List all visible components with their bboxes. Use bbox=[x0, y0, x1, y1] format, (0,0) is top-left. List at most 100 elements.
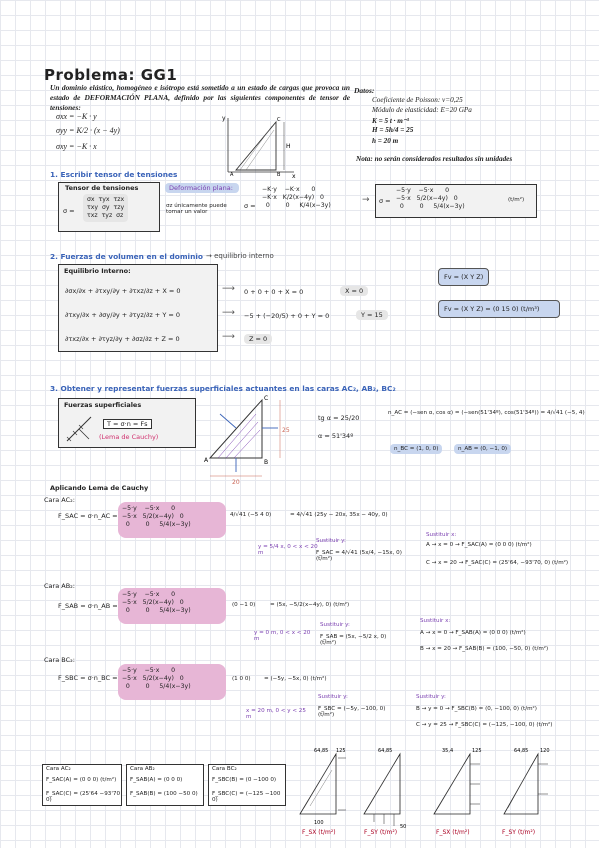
cara-ac-label: Cara AC₂: bbox=[44, 496, 75, 504]
bc-sustituir-y: Sustituir y: bbox=[416, 694, 446, 700]
figure-b-label: B bbox=[277, 172, 281, 178]
n-ab-vector: n_AB = (0, −1, 0) bbox=[454, 444, 512, 454]
ab-point-b: B → x = 20 → F_SAB(B) = (100, −50, 0) (t… bbox=[420, 646, 549, 652]
stress-syy: σyy = K/2 · (x − 4y) bbox=[56, 126, 120, 135]
tensor-k-matrix: −K·y −K·x 0 −K·x K/2(x−4y) 0 0 0 K/4(x−3… bbox=[262, 186, 331, 209]
datos-nota: Nota: no serán considerados resultados s… bbox=[356, 155, 513, 163]
ab-matrix-box: −5·y −5·x 0 −5·x 5/2(x−4y) 0 0 0 5/4(x−3… bbox=[118, 588, 226, 624]
fuerzas-title: Fuerzas superficiales bbox=[64, 401, 142, 409]
figure-a-label: A bbox=[230, 172, 234, 178]
stress-sxy: σxy = −K · x bbox=[56, 142, 97, 151]
bc-matrix-box: −5·y −5·x 0 −5·x 5/2(x−4y) 0 0 0 5/4(x−3… bbox=[118, 664, 226, 700]
sketch1-value-top: 64,85 bbox=[314, 748, 328, 754]
sketch-fsx-2: 35,4 125 F_SX (t/m²) bbox=[433, 748, 482, 836]
ab-sustituir-x: Sustituir x: bbox=[420, 618, 451, 624]
sketch4-label: F_SY (t/m²) bbox=[502, 829, 535, 836]
fv-result: Fv = (X Y Z) = (0 15 0) (t/m³) bbox=[438, 300, 560, 318]
ac-matrix: −5·y −5·x 0 −5·x 5/2(x−4y) 0 0 0 5/4(x−3… bbox=[122, 505, 191, 528]
bc-normal: (1 0 0) bbox=[232, 676, 251, 682]
triangle-diagram: 25 20 A B C bbox=[204, 395, 290, 484]
tensor-generic-matrix: σx τyx τzx τxy σy τzy τxz τyz σz bbox=[83, 194, 129, 222]
equilibrio-eq1: ∂σx/∂x + ∂τxy/∂y + ∂τxz/∂z + X = 0 bbox=[65, 287, 181, 295]
summary-ac-a: F_SAC(A) = (0 0 0) (t/m²) bbox=[46, 777, 117, 783]
bc-condition: x = 20 m, 0 < y < 25 m bbox=[246, 708, 306, 720]
fv-definition: Fv = (X Y Z) bbox=[438, 268, 490, 286]
datos-k: K = 5 t · m⁻³ bbox=[372, 117, 409, 125]
sketch4-value-c: 120 bbox=[540, 748, 550, 754]
sketch3-label: F_SX (t/m²) bbox=[436, 829, 470, 836]
tri-b-label: B bbox=[264, 459, 268, 466]
ac-point-a: A → x = 0 → F_SAC(A) = (0 0 0) (t/m²) bbox=[426, 542, 532, 548]
dim-25: 25 bbox=[282, 427, 290, 434]
sketch1-label: F_SX (t/m²) bbox=[302, 829, 336, 836]
figure-x-label: x bbox=[292, 173, 296, 178]
sketch1-value-bottom: 100 bbox=[314, 820, 324, 826]
problem-title: Problema: GG1 bbox=[44, 66, 178, 84]
alpha-value: α = 51'34º bbox=[318, 432, 354, 440]
tensor-numeric-matrix: −5·y −5·x 0 −5·x 5/2(x−4y) 0 0 0 5/4(x−3… bbox=[396, 187, 465, 210]
n-bc-vector: n_BC = (1, 0, 0) bbox=[390, 444, 443, 454]
sketch2-value-top: 64,85 bbox=[378, 748, 392, 754]
tensor-units: (t/m²) bbox=[508, 197, 525, 203]
summary-bc-title: Cara BC₂ bbox=[212, 766, 237, 772]
equilibrio-result2: −5 + (−20/5) + 0 + Y = 0 bbox=[244, 312, 330, 320]
equilibrio-eq2: ∂τxy/∂x + ∂σy/∂y + ∂τyz/∂z + Y = 0 bbox=[65, 311, 181, 319]
datos-H: H = 5h/4 = 25 bbox=[372, 126, 414, 134]
ab-condition: y = 0 m, 0 < x < 20 m bbox=[254, 630, 311, 642]
problem-statement: Un dominio elástico, homogéneo e isótrop… bbox=[50, 83, 350, 112]
datos-heading: Datos: bbox=[354, 86, 375, 95]
summary-bc-c: F_SBC(C) = (−125 −100 0) bbox=[212, 791, 281, 803]
ab-result: = (5x, −5/2(x−4y), 0) (t/m²) bbox=[270, 602, 350, 608]
sketch3-value-top: 35,4 bbox=[442, 748, 453, 754]
ac-condition: y = 5/4 x, 0 < x < 20 m bbox=[258, 544, 318, 556]
ac-substituted: F_SAC = 4/√41 (5x/4, −15x, 0) (t/m²) bbox=[316, 550, 402, 562]
n-ac-vector: n_AC = (−sen α, cos α) = (−sen(51'34º), … bbox=[388, 410, 585, 416]
ab-matrix: −5·y −5·x 0 −5·x 5/2(x−4y) 0 0 0 5/4(x−3… bbox=[122, 591, 191, 614]
sketch-fsy-2: 64,85 120 F_SY (t/m²) bbox=[502, 748, 550, 836]
lema-cauchy: (Lema de Cauchy) bbox=[99, 433, 159, 441]
sketch3-value-c: 125 bbox=[472, 748, 482, 754]
summary-ac-c: F_SAC(C) = (25'64 −93'70 0) bbox=[46, 791, 121, 803]
fsbc-formula: F_SBC = σ·n_BC = bbox=[58, 674, 118, 682]
bc-substituted: F_SBC = (−5y, −100, 0) (t/m²) bbox=[318, 706, 386, 718]
summary-bc-b: F_SBC(B) = (0 −100 0) bbox=[212, 777, 277, 783]
tensor-box-title: Tensor de tensiones bbox=[65, 184, 139, 192]
ac-matrix-box: −5·y −5·x 0 −5·x 5/2(x−4y) 0 0 0 5/4(x−3… bbox=[118, 502, 226, 538]
summary-ab-title: Cara AB₂ bbox=[130, 766, 155, 772]
surface-force-icon bbox=[66, 416, 92, 442]
ab-substituted: F_SAB = (5x, −5/2 x, 0) (t/m²) bbox=[320, 634, 387, 646]
y-result: Y = 15 bbox=[356, 310, 388, 320]
sketch4-value-top: 64,85 bbox=[514, 748, 528, 754]
ab-point-a: A → x = 0 → F_SAB(A) = (0 0 0) (t/m²) bbox=[420, 630, 526, 636]
figure-y-label: y bbox=[222, 115, 226, 122]
summary-bc: Cara BC₂ F_SBC(B) = (0 −100 0) F_SBC(C) … bbox=[208, 764, 286, 806]
summary-ab-b: F_SAB(B) = (100 −50 0) bbox=[130, 791, 198, 797]
deformacion-plana-note: Deformación plana: bbox=[165, 183, 239, 193]
tensor-result-box: σ = −5·y −5·x 0 −5·x 5/2(x−4y) 0 0 0 5/4… bbox=[375, 184, 537, 218]
bc-matrix: −5·y −5·x 0 −5·x 5/2(x−4y) 0 0 0 5/4(x−3… bbox=[122, 667, 191, 690]
sketch2-value-bottom: 50 bbox=[400, 824, 406, 830]
section4-title: Aplicando Lema de Cauchy bbox=[50, 484, 149, 492]
sketch1-value-c: 125 bbox=[336, 748, 346, 754]
ab-normal: (0 −1 0) bbox=[232, 602, 256, 608]
ac-result: = 4/√41 (25y − 20x, 35x − 40y, 0) bbox=[290, 512, 388, 518]
stress-sxx: σxx = −K · y bbox=[56, 112, 97, 121]
summary-ac-title: Cara AC₂ bbox=[46, 766, 71, 772]
equilibrio-box: Equilibrio Interno: ∂σx/∂x + ∂τxy/∂y + ∂… bbox=[58, 264, 218, 352]
section1-title: 1. Escribir tensor de tensiones bbox=[50, 170, 178, 179]
z-result: Z = 0 bbox=[244, 334, 273, 344]
ac-normal: 4/√41 (−5 4 0) bbox=[230, 512, 272, 518]
datos-poisson: Coeficiente de Poisson: ν=0,25 bbox=[372, 96, 463, 104]
equilibrio-eq3: ∂τxz/∂x + ∂τyz/∂y + ∂σz/∂z + Z = 0 bbox=[65, 335, 180, 343]
fsab-formula: F_SAB = σ·n_AB = bbox=[58, 602, 118, 610]
tensor-box: Tensor de tensiones σ = σx τyx τzx τxy σ… bbox=[58, 182, 160, 232]
bc-point-c: C → y = 25 → F_SBC(C) = (−125, −100, 0) … bbox=[416, 722, 553, 728]
sketch-fsx-1: 64,85 125 100 F_SX (t/m²) bbox=[299, 748, 346, 836]
summary-ab-a: F_SAB(A) = (0 0 0) bbox=[130, 777, 183, 783]
fuerzas-box: Fuerzas superficiales T = σ·n = Fs (Lema… bbox=[58, 398, 196, 448]
dim-20: 20 bbox=[232, 479, 240, 484]
sigma-z-note: σz únicamente puede tomar un valor bbox=[166, 203, 227, 215]
section2-subtitle: → equilibrio interno bbox=[206, 252, 274, 260]
cara-bc-label: Cara BC₂: bbox=[44, 656, 75, 664]
fsac-formula: F_SAC = σ·n_AC = bbox=[58, 512, 118, 520]
